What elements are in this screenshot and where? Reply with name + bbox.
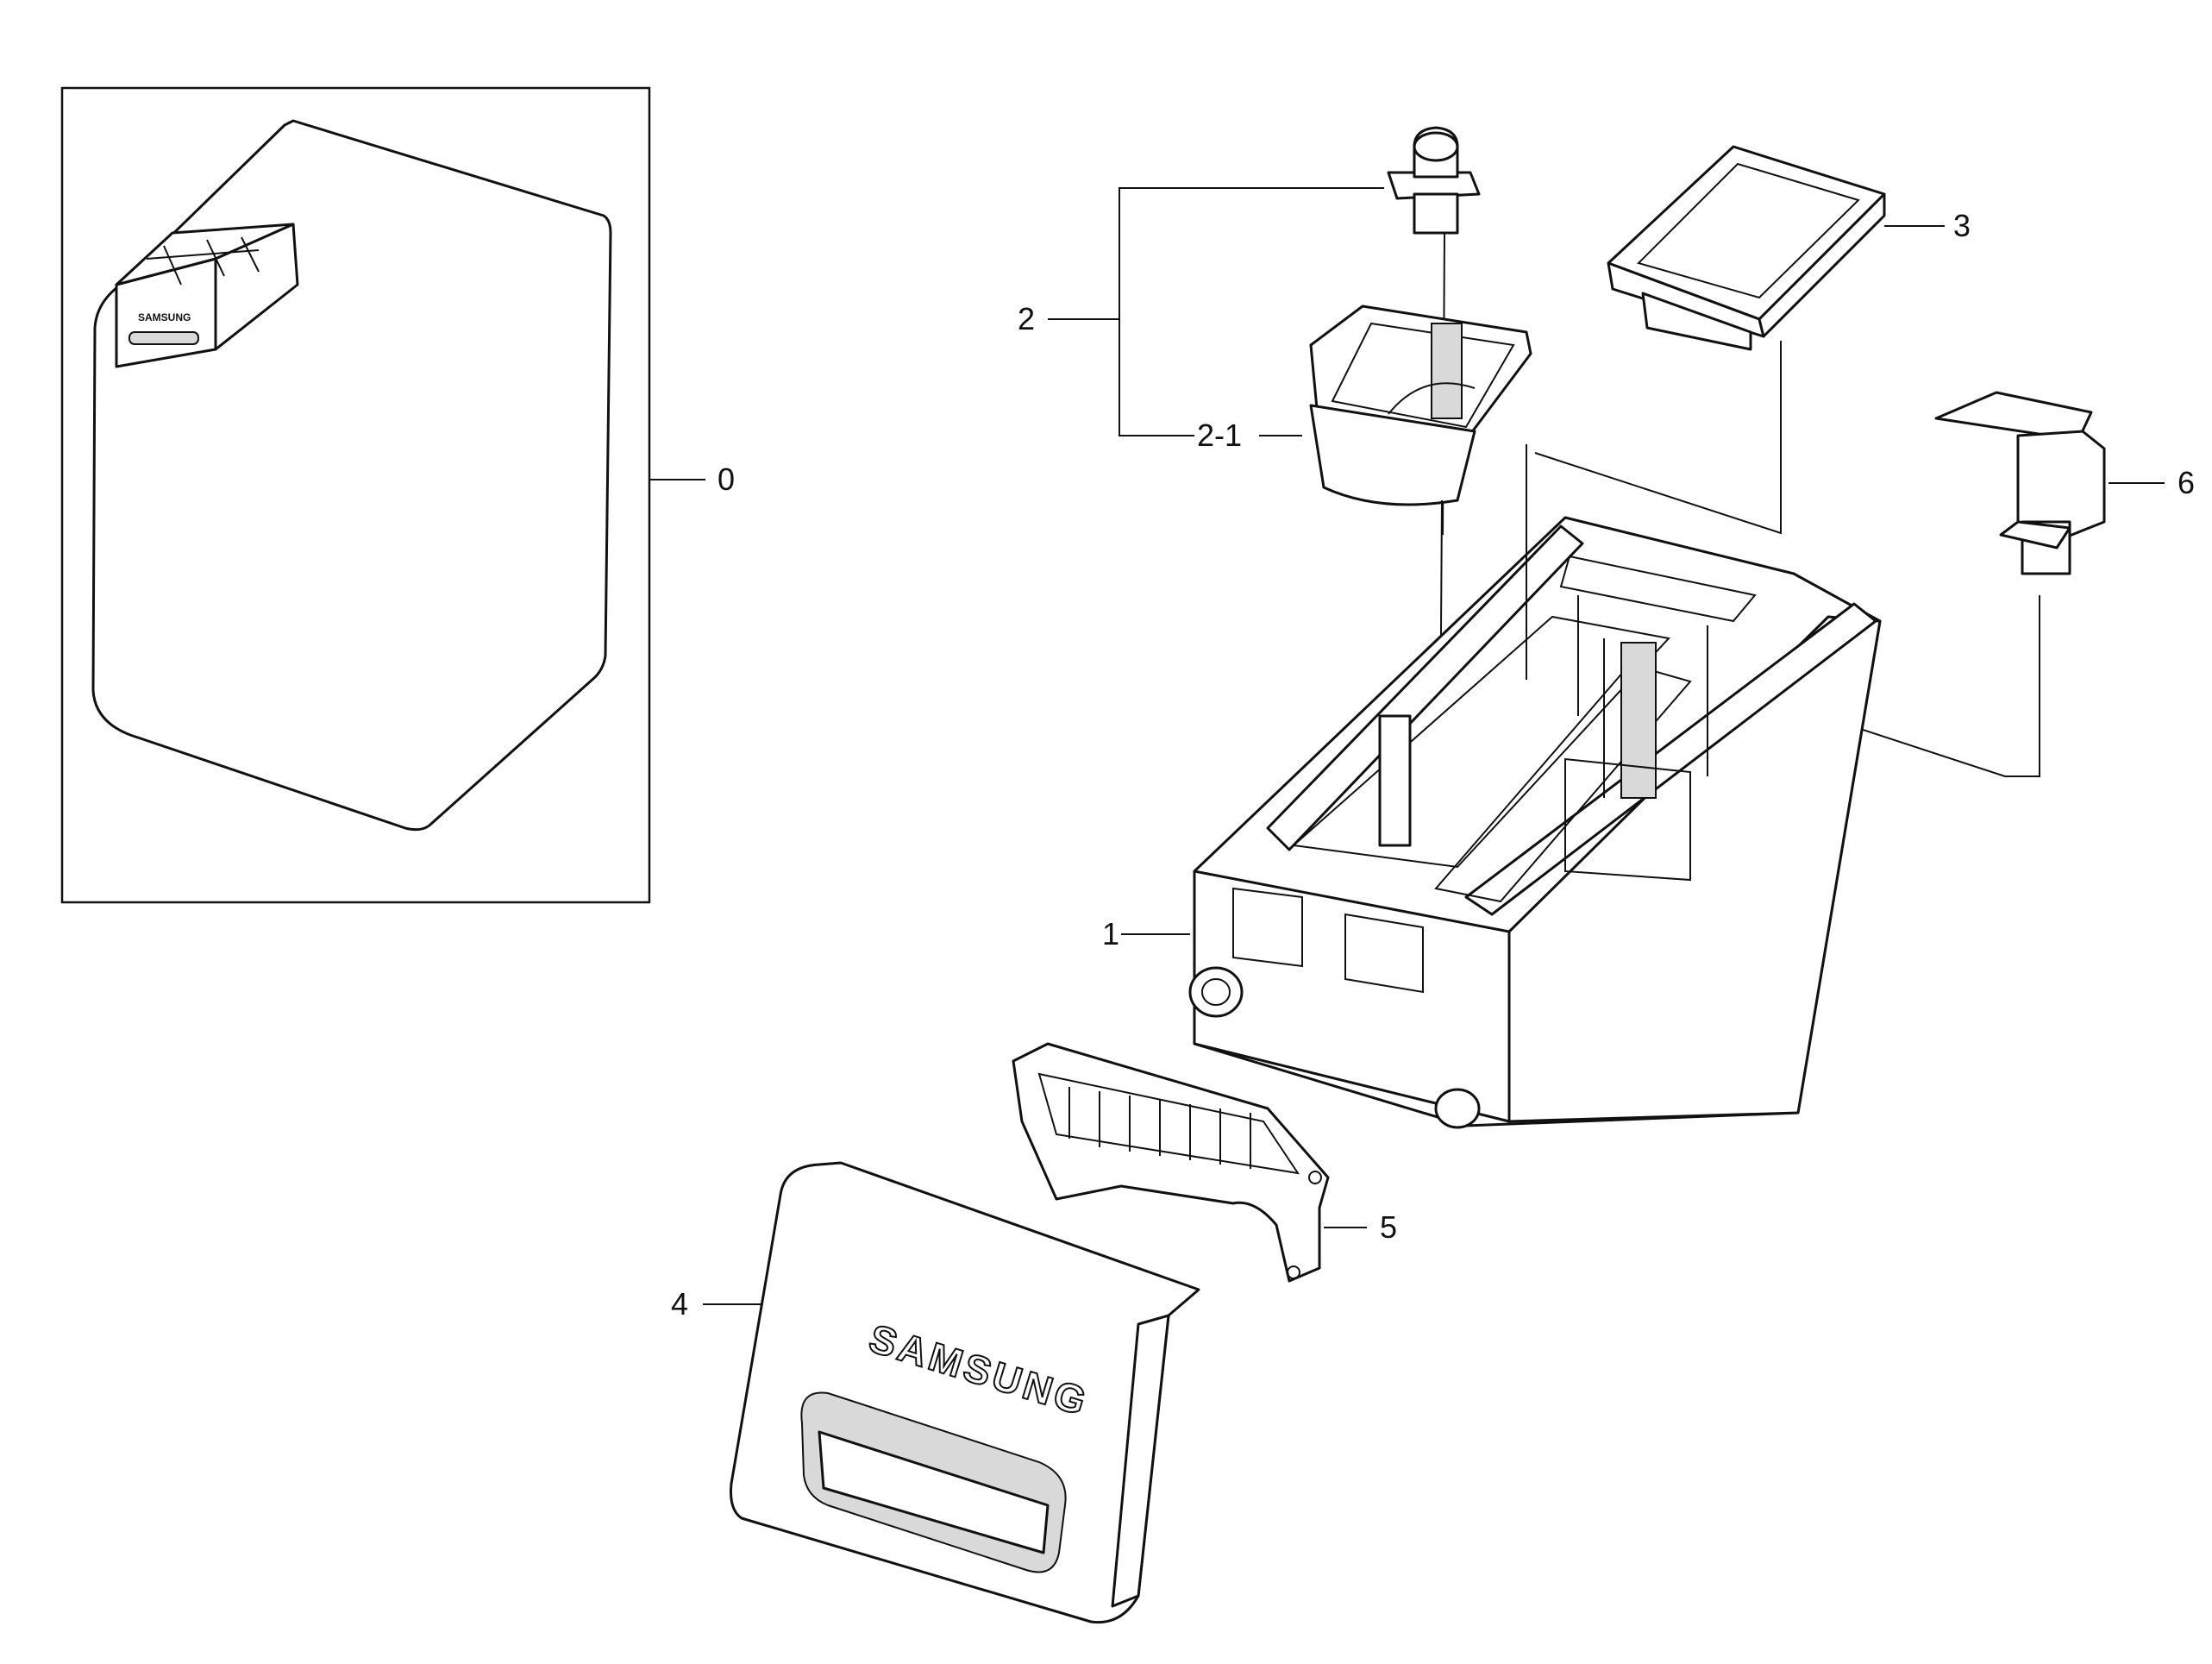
dispenser-housing-part-1: 1 [1102, 444, 1882, 1129]
callout-6: 6 [2178, 465, 2195, 500]
callout-2: 2 [1018, 301, 1035, 336]
thumbnail-brand: SAMSUNG [138, 311, 191, 323]
front-panel [91, 119, 612, 832]
drawer-handle-part-4: SAMSUNG 4 [671, 1161, 1200, 1624]
callout-group-2: 2 2-1 [1018, 187, 1384, 453]
callout-0: 0 [717, 462, 735, 497]
assembly-frame [60, 86, 651, 904]
siphon-cup-part-2-1 [1309, 305, 1532, 760]
assembly-overview: SAMSUNG 0 [60, 86, 735, 904]
valve-part-6: 6 [1728, 391, 2195, 777]
callout-5: 5 [1380, 1209, 1397, 1245]
drawer-bracket-part-5: 5 [1012, 1042, 1397, 1283]
callout-4: 4 [671, 1286, 688, 1322]
detergent-tray-part-3: 3 [1534, 145, 1971, 535]
callout-2-1: 2-1 [1197, 418, 1242, 453]
callout-1: 1 [1102, 916, 1119, 951]
dispenser-thumbnail: SAMSUNG [115, 223, 299, 368]
callout-3: 3 [1953, 208, 1971, 243]
